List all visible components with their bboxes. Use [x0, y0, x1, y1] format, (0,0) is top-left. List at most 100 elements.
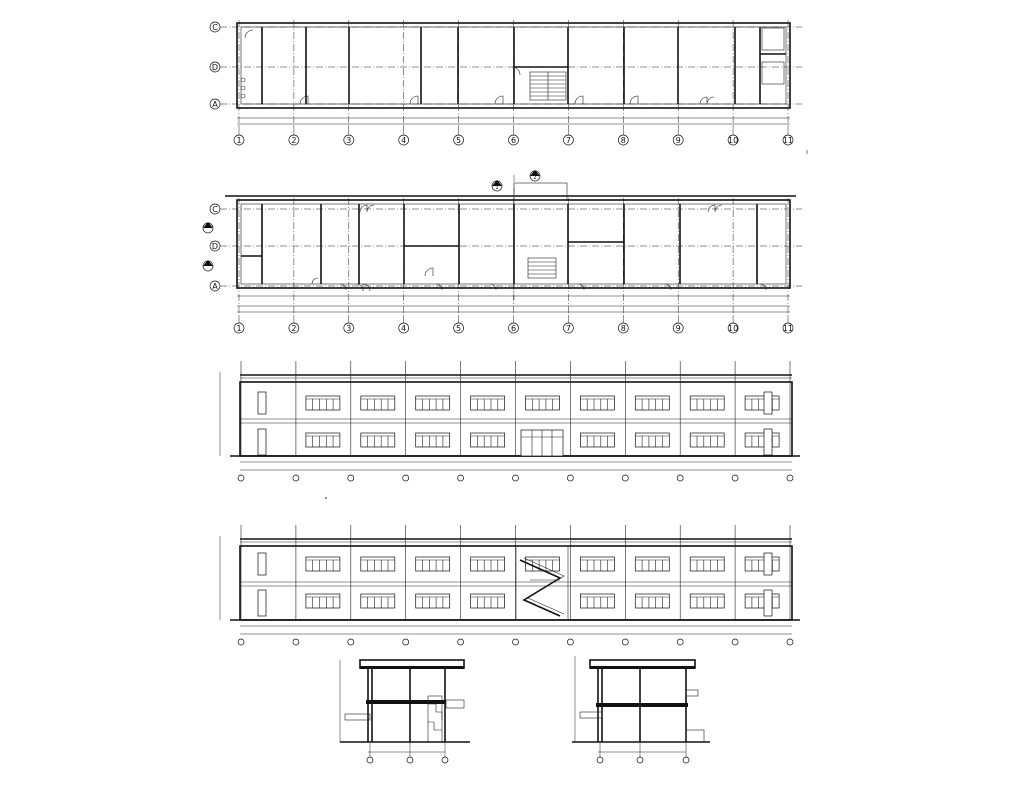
grid-bubble: [727, 134, 739, 146]
section1-grid: [366, 742, 449, 764]
grid-row-label: A: [212, 100, 218, 109]
grid-label: 11: [783, 324, 793, 333]
grid-bubble: [672, 322, 684, 334]
grid-bubble: [453, 134, 464, 146]
window: [360, 432, 396, 448]
grid-row-bubble: [209, 98, 221, 110]
window: [415, 432, 451, 448]
grid-bubble: [782, 134, 794, 146]
door-swing: [299, 95, 309, 105]
svg-text:2: 2: [533, 175, 536, 181]
section-grid-bubble: [636, 756, 644, 764]
front-elevation: [219, 361, 800, 482]
grid-label: 3: [346, 324, 351, 333]
grid-row-bubble: [209, 61, 221, 73]
stair-window: [257, 552, 267, 576]
section-grid-bubble: [682, 756, 690, 764]
rear-elevation-bays: [237, 525, 794, 646]
section-grid-bubble: [596, 756, 604, 764]
door-swing: [359, 204, 375, 213]
side-door: [257, 428, 267, 456]
window: [744, 395, 780, 411]
external-staircase: [515, 545, 569, 621]
window: [689, 432, 725, 448]
front-elevation-bays: [237, 361, 794, 482]
grid-label: 8: [621, 136, 626, 145]
elev-grid-bubble: [676, 474, 684, 482]
grid-bubble: [563, 134, 574, 146]
grid-bubble: [233, 134, 245, 146]
grid-label: 7: [566, 136, 571, 145]
elev-grid-bubble: [621, 474, 629, 482]
elev-grid-bubble: [347, 638, 355, 646]
door-swing: [629, 95, 639, 105]
grid-label: 3: [346, 136, 351, 145]
window: [415, 556, 451, 572]
grid-bubble: [343, 322, 355, 334]
elev-grid-bubble: [786, 474, 794, 482]
door-swing: [244, 29, 254, 39]
window: [580, 395, 615, 411]
window: [360, 593, 396, 609]
grid-bubble: [508, 322, 519, 334]
elev-grid-bubble: [347, 474, 355, 482]
elev-grid-bubble: [292, 474, 300, 482]
door-swing: [339, 283, 347, 291]
elev-grid-bubble: [621, 638, 629, 646]
grid-label: 10: [728, 324, 738, 333]
section-marker-1: 1: [491, 180, 503, 192]
side-door: [257, 589, 267, 617]
elev-grid-bubble: [402, 474, 410, 482]
section-marker-2: 2: [529, 170, 541, 182]
grid-bubble: [617, 134, 629, 146]
stair-window: [257, 391, 267, 415]
plan2-partitions: [241, 204, 758, 284]
door-swing: [494, 95, 504, 105]
door-swing: [664, 283, 672, 291]
window: [470, 593, 505, 609]
grid-bubble: [343, 134, 355, 146]
window: [470, 556, 505, 572]
door-swing: [424, 267, 434, 277]
grid-row-label: C: [212, 205, 218, 214]
grid-bubble: [727, 322, 739, 334]
window: [689, 593, 725, 609]
grid-label: 6: [511, 324, 516, 333]
grid-bubble: [453, 322, 464, 334]
grid-bubble: [288, 322, 300, 334]
side-door: [763, 428, 773, 456]
grid-label: 2: [291, 136, 296, 145]
grid-row-bubble: [209, 21, 221, 33]
section-grid-bubble: [366, 756, 374, 764]
grid-label: 7: [566, 324, 571, 333]
grid-row-label: C: [212, 23, 218, 32]
grid-bubble: [508, 134, 519, 146]
elev-grid-bubble: [292, 638, 300, 646]
grid-label: 11: [783, 136, 793, 145]
grid-bubble: [398, 134, 410, 146]
window: [360, 556, 396, 572]
section2-grid: [596, 742, 690, 764]
grid-label: 6: [511, 136, 516, 145]
window: [470, 432, 505, 448]
grid-label: 4: [401, 136, 406, 145]
stair-window: [763, 552, 773, 576]
elev-grid-bubble: [457, 474, 464, 482]
door-swing: [759, 283, 767, 291]
grid-label: 8: [621, 324, 626, 333]
grid-bubble: [672, 134, 684, 146]
grid-label: 1: [236, 136, 241, 145]
grid-bubble: [782, 322, 794, 334]
grid-bubble: [563, 322, 574, 334]
grid-label: 9: [676, 324, 681, 333]
plan2-staircase: [527, 257, 557, 279]
elev-grid-bubble: [786, 638, 794, 646]
elev-grid-bubble: [676, 638, 684, 646]
elev-grid-bubble: [457, 638, 464, 646]
window: [305, 593, 341, 609]
section-grid-bubble: [441, 756, 449, 764]
grid-row-bubble: [209, 203, 221, 215]
window: [305, 432, 341, 448]
